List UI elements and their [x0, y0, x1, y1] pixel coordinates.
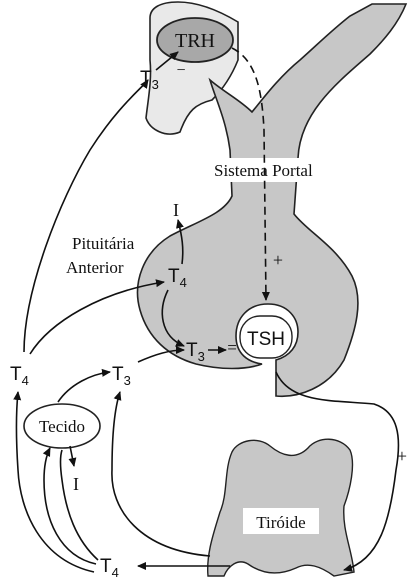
t4-bottom-to-tecido-arrow-2: [61, 450, 99, 560]
portal-plus-sign: +: [273, 250, 283, 270]
tsh-inhibit-sign: =: [227, 338, 237, 357]
t4-bottom-label: T4: [100, 556, 119, 580]
tecido-label: Tecido: [39, 417, 85, 436]
tiroide-label: Tiróide: [256, 513, 305, 532]
t3-mid-label: T3: [112, 364, 131, 388]
iodine-bottom-label: I: [73, 474, 79, 494]
anterior-label: Anterior: [66, 258, 124, 277]
tsh-label: TSH: [247, 329, 285, 350]
pituitaria-label: Pituitária: [72, 234, 135, 253]
thyroid-to-t3-arrow: [112, 392, 210, 556]
trh-inhibit-sign: −: [176, 62, 185, 79]
sistema-portal-label: Sistema Portal: [214, 161, 313, 180]
trh-label: TRH: [175, 30, 215, 52]
tecido-to-iodine-arrow: [70, 446, 74, 466]
tecido-to-t3-arrow: [58, 372, 110, 402]
t4-to-t3-top-arrow: [24, 80, 148, 352]
thyroid-gland: [208, 439, 354, 576]
iodine-top-label: I: [173, 200, 179, 220]
t4-bottom-to-tecido-arrow: [44, 448, 96, 564]
t4-left-label: T4: [10, 364, 29, 388]
thyroid-plus-sign: +: [397, 446, 407, 466]
